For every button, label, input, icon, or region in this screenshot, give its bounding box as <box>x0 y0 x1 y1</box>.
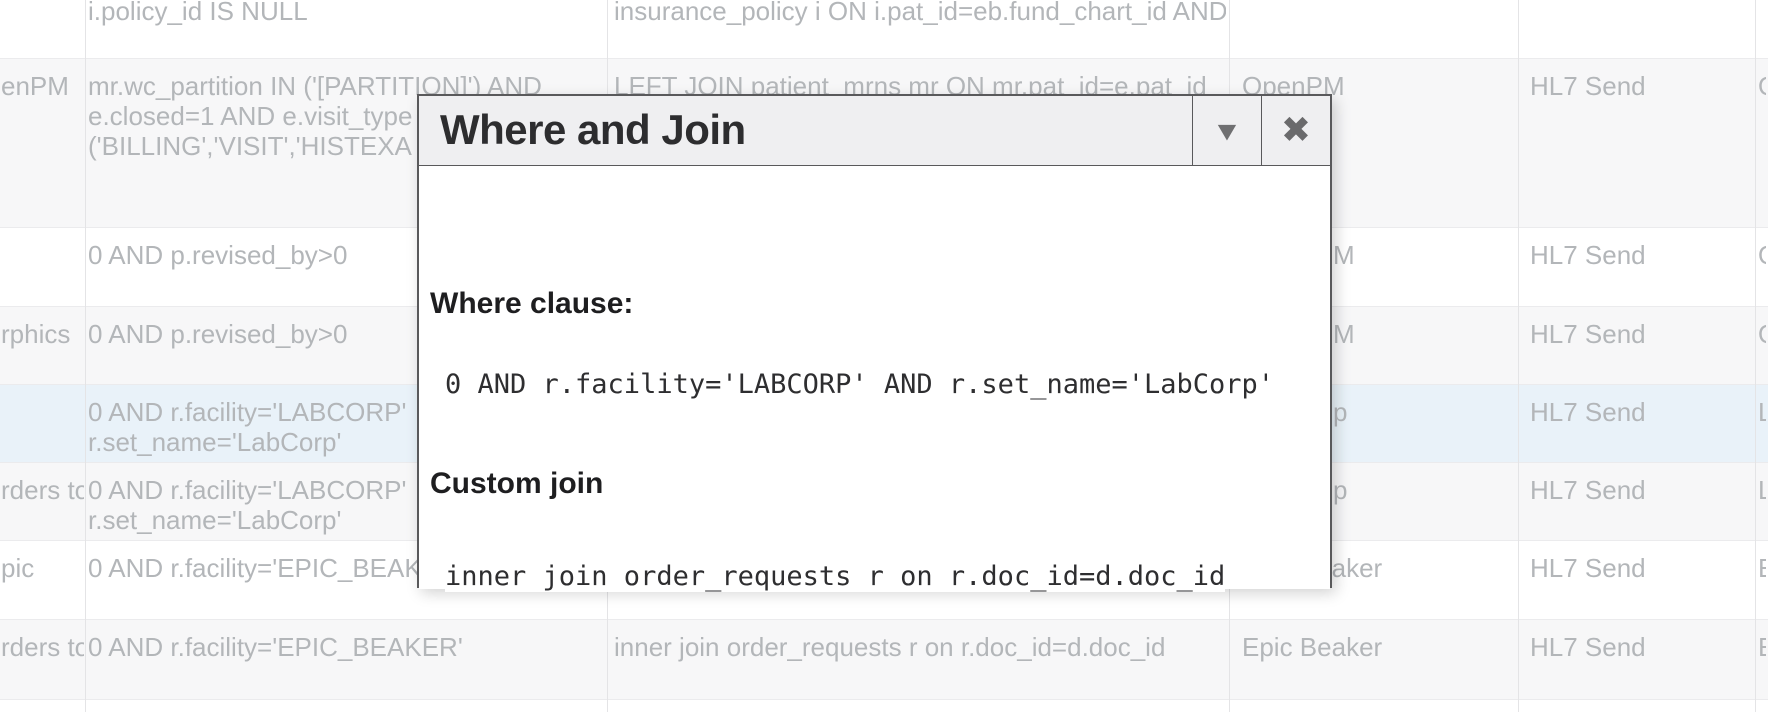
table-cell-where: 0 AND r.facility='LABCORP' r.set_name='L… <box>88 475 407 535</box>
table-cell-message-type: HL7 Send <box>1530 319 1646 349</box>
table-cell-destination: Epic Beaker <box>1242 632 1383 662</box>
column-separator <box>1755 0 1756 712</box>
table-row[interactable]: i.policy_id IS NULL insurance_policy i O… <box>0 0 1768 59</box>
table-cell-source: rphics <box>1 319 71 349</box>
table-cell-destination: p <box>1333 475 1348 505</box>
table-cell-join: inner join order_requests r on r.doc_id=… <box>614 632 1166 662</box>
table-cell-next-column: L <box>1758 475 1766 505</box>
table-cell-source: pic <box>1 553 35 583</box>
table-cell-where: 0 AND r.facility='EPIC_BEAKER' <box>88 553 463 583</box>
custom-join-value[interactable]: inner join order_requests r on r.doc_id=… <box>445 561 1226 592</box>
column-separator <box>85 0 86 712</box>
table-cell-message-type: HL7 Send <box>1530 240 1646 270</box>
table-row[interactable]: rders to 0 AND r.facility='EPIC_BEAKER' … <box>0 620 1768 700</box>
table-cell-where: 0 AND p.revised_by>0 <box>88 319 348 349</box>
chevron-down-icon: ▼ <box>1217 118 1237 143</box>
table-cell-next-column: E <box>1758 632 1766 662</box>
dialog-body: Where clause: 0 AND r.facility='LABCORP'… <box>419 166 1330 592</box>
table-cell-message-type: HL7 Send <box>1530 553 1646 583</box>
table-cell-destination: M <box>1333 240 1355 270</box>
table-cell-where: 0 AND r.facility='EPIC_BEAKER' <box>88 632 463 662</box>
table-cell-next-column: E <box>1758 553 1766 583</box>
where-clause-label: Where clause: <box>430 287 634 320</box>
where-and-join-dialog: Where and Join ▼ ✖ Where clause: 0 AND r… <box>417 94 1332 592</box>
table-cell-where: 0 AND p.revised_by>0 <box>88 240 348 270</box>
dialog-title: Where and Join <box>440 106 746 153</box>
table-cell-join: insurance_policy i ON i.pat_id=eb.fund_c… <box>614 0 1226 26</box>
table-cell-next-column: O <box>1758 319 1766 349</box>
table-cell-source: rders to <box>1 632 84 662</box>
table-cell-message-type: HL7 Send <box>1530 632 1646 662</box>
dialog-titlebar-buttons: ▼ ✖ <box>1192 96 1330 165</box>
collapse-button[interactable]: ▼ <box>1192 96 1261 165</box>
table-cell-message-type: HL7 Send <box>1530 475 1646 505</box>
close-button[interactable]: ✖ <box>1261 96 1330 165</box>
table-row[interactable] <box>0 700 1768 712</box>
table-cell-message-type: HL7 Send <box>1530 71 1646 101</box>
table-cell-source: enPM <box>1 71 69 101</box>
table-cell-source: rders to <box>1 475 84 505</box>
table-cell-where: mr.wc_partition IN ('[PARTITION]') AND e… <box>88 71 542 161</box>
custom-join-label: Custom join <box>430 467 604 500</box>
table-cell-where: i.policy_id IS NULL <box>88 0 308 26</box>
close-icon: ✖ <box>1280 109 1312 151</box>
table-cell-destination: p <box>1333 397 1348 427</box>
table-cell-next-column: L <box>1758 397 1766 427</box>
table-cell-destination: M <box>1333 319 1355 349</box>
table-cell-message-type: HL7 Send <box>1530 397 1646 427</box>
table-cell-next-column: O <box>1758 240 1766 270</box>
table-cell-where: 0 AND r.facility='LABCORP' r.set_name='L… <box>88 397 407 457</box>
dialog-titlebar[interactable]: Where and Join ▼ ✖ <box>419 96 1330 166</box>
table-cell-next-column: O <box>1758 71 1766 101</box>
column-separator <box>1518 0 1519 712</box>
where-clause-value[interactable]: 0 AND r.facility='LABCORP' AND r.set_nam… <box>445 369 1275 400</box>
